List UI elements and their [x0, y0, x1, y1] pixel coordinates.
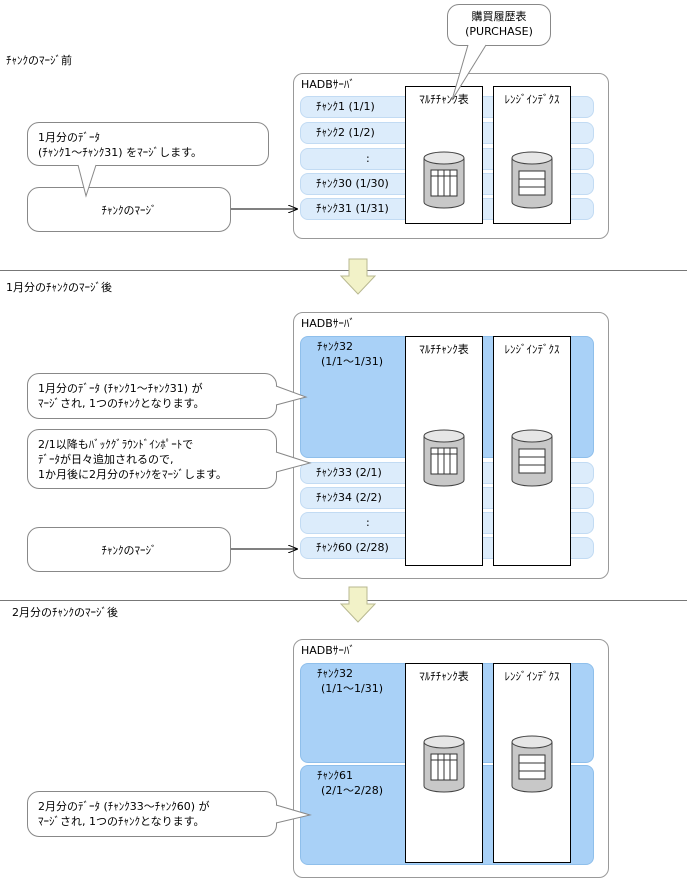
chunk-label: :	[366, 152, 370, 165]
multi-chunk-table-title: ﾏﾙﾁﾁｬﾝｸ表	[419, 670, 469, 683]
down-arrow-icon	[339, 586, 377, 623]
merged-callout-3: 2月分のﾃﾞｰﾀ (ﾁｬﾝｸ33～ﾁｬﾝｸ60) が ﾏｰｼﾞされ, 1つのﾁｬ…	[27, 791, 277, 837]
merged-chunk-range: (1/1～1/31)	[321, 682, 383, 695]
table-name-line1: 購買履歴表	[471, 10, 527, 23]
merge-action-label: ﾁｬﾝｸのﾏｰｼﾞ	[101, 543, 157, 557]
callout-tail	[451, 42, 487, 101]
section1-heading: ﾁｬﾝｸのﾏｰｼﾞ前	[6, 54, 72, 67]
merge-action-2: ﾁｬﾝｸのﾏｰｼﾞ	[27, 527, 231, 572]
callout-line: ﾏｰｼﾞされ, 1つのﾁｬﾝｸとなります。	[38, 397, 205, 410]
table-data-cylinder-icon	[423, 735, 465, 793]
range-index-title: ﾚﾝｼﾞｲﾝﾃﾞｸｽ	[504, 93, 560, 106]
chunk-label: ﾁｬﾝｸ2 (1/2)	[316, 126, 375, 139]
merged-chunk-label: ﾁｬﾝｸ61	[317, 769, 353, 782]
callout-tail	[274, 451, 312, 473]
index-data-cylinder-icon	[511, 151, 553, 209]
down-arrow-icon	[339, 258, 377, 295]
section2-heading: 1月分のﾁｬﾝｸのﾏｰｼﾞ後	[6, 281, 112, 294]
index-data-cylinder-icon	[511, 429, 553, 487]
callout-line: 2月分のﾃﾞｰﾀ (ﾁｬﾝｸ33～ﾁｬﾝｸ60) が	[38, 800, 210, 813]
merged-chunk-range: (2/1～2/28)	[321, 784, 383, 797]
table-data-cylinder-icon	[423, 151, 465, 209]
callout-line: 1月分のﾃﾞｰﾀ	[38, 131, 100, 144]
callout-line: ﾃﾞｰﾀが日々追加されるので,	[38, 453, 174, 466]
chunk-label: ﾁｬﾝｸ60 (2/28)	[316, 541, 389, 554]
multi-chunk-table-title: ﾏﾙﾁﾁｬﾝｸ表	[419, 343, 469, 356]
callout-line: 1か月後に2月分のﾁｬﾝｸをﾏｰｼﾞします。	[38, 468, 227, 481]
chunk-label: ﾁｬﾝｸ31 (1/31)	[316, 202, 389, 215]
chunk-label: :	[366, 516, 370, 529]
merge-action-1: ﾁｬﾝｸのﾏｰｼﾞ	[27, 187, 231, 232]
merged-chunk-label: ﾁｬﾝｸ32	[317, 340, 353, 353]
merge-action-label: ﾁｬﾝｸのﾏｰｼﾞ	[101, 203, 157, 217]
callout-line: ﾏｰｼﾞされ, 1つのﾁｬﾝｸとなります。	[38, 815, 205, 828]
callout-line: 2/1以降もﾊﾞｯｸｸﾞﾗｳﾝﾄﾞｲﾝﾎﾟｰﾄで	[38, 438, 194, 451]
merged-callout-2a: 1月分のﾃﾞｰﾀ (ﾁｬﾝｸ1～ﾁｬﾝｸ31) が ﾏｰｼﾞされ, 1つのﾁｬﾝ…	[27, 373, 277, 419]
section-divider	[0, 600, 687, 601]
multi-chunk-table-title: ﾏﾙﾁﾁｬﾝｸ表	[419, 93, 469, 106]
table-name-callout: 購買履歴表 (PURCHASE)	[447, 4, 551, 46]
index-data-cylinder-icon	[511, 735, 553, 793]
section-divider	[0, 270, 687, 271]
table-data-cylinder-icon	[423, 429, 465, 487]
chunk-label: ﾁｬﾝｸ34 (2/2)	[316, 491, 382, 504]
callout-tail	[77, 162, 97, 198]
server-label-2: HADBｻｰﾊﾞ	[301, 317, 355, 330]
callout-tail	[274, 804, 312, 824]
merged-chunk-label: ﾁｬﾝｸ32	[317, 667, 353, 680]
range-index-title: ﾚﾝｼﾞｲﾝﾃﾞｸｽ	[504, 670, 560, 683]
callout-line: (ﾁｬﾝｸ1～ﾁｬﾝｸ31) をﾏｰｼﾞします。	[38, 146, 202, 159]
chunk-label: ﾁｬﾝｸ33 (2/1)	[316, 466, 382, 479]
section3-heading: 2月分のﾁｬﾝｸのﾏｰｼﾞ後	[12, 606, 118, 619]
server-label-3: HADBｻｰﾊﾞ	[301, 644, 355, 657]
callout-line: 1月分のﾃﾞｰﾀ (ﾁｬﾝｸ1～ﾁｬﾝｸ31) が	[38, 382, 203, 395]
callout-tail	[274, 385, 308, 406]
chunk-label: ﾁｬﾝｸ1 (1/1)	[316, 100, 375, 113]
server-label-1: HADBｻｰﾊﾞ	[301, 78, 355, 91]
merge-callout-1: 1月分のﾃﾞｰﾀ (ﾁｬﾝｸ1～ﾁｬﾝｸ31) をﾏｰｼﾞします。	[27, 122, 269, 166]
merged-chunk-range: (1/1～1/31)	[321, 355, 383, 368]
table-name-line2: (PURCHASE)	[465, 25, 533, 38]
chunk-label: ﾁｬﾝｸ30 (1/30)	[316, 177, 389, 190]
range-index-title: ﾚﾝｼﾞｲﾝﾃﾞｸｽ	[504, 343, 560, 356]
